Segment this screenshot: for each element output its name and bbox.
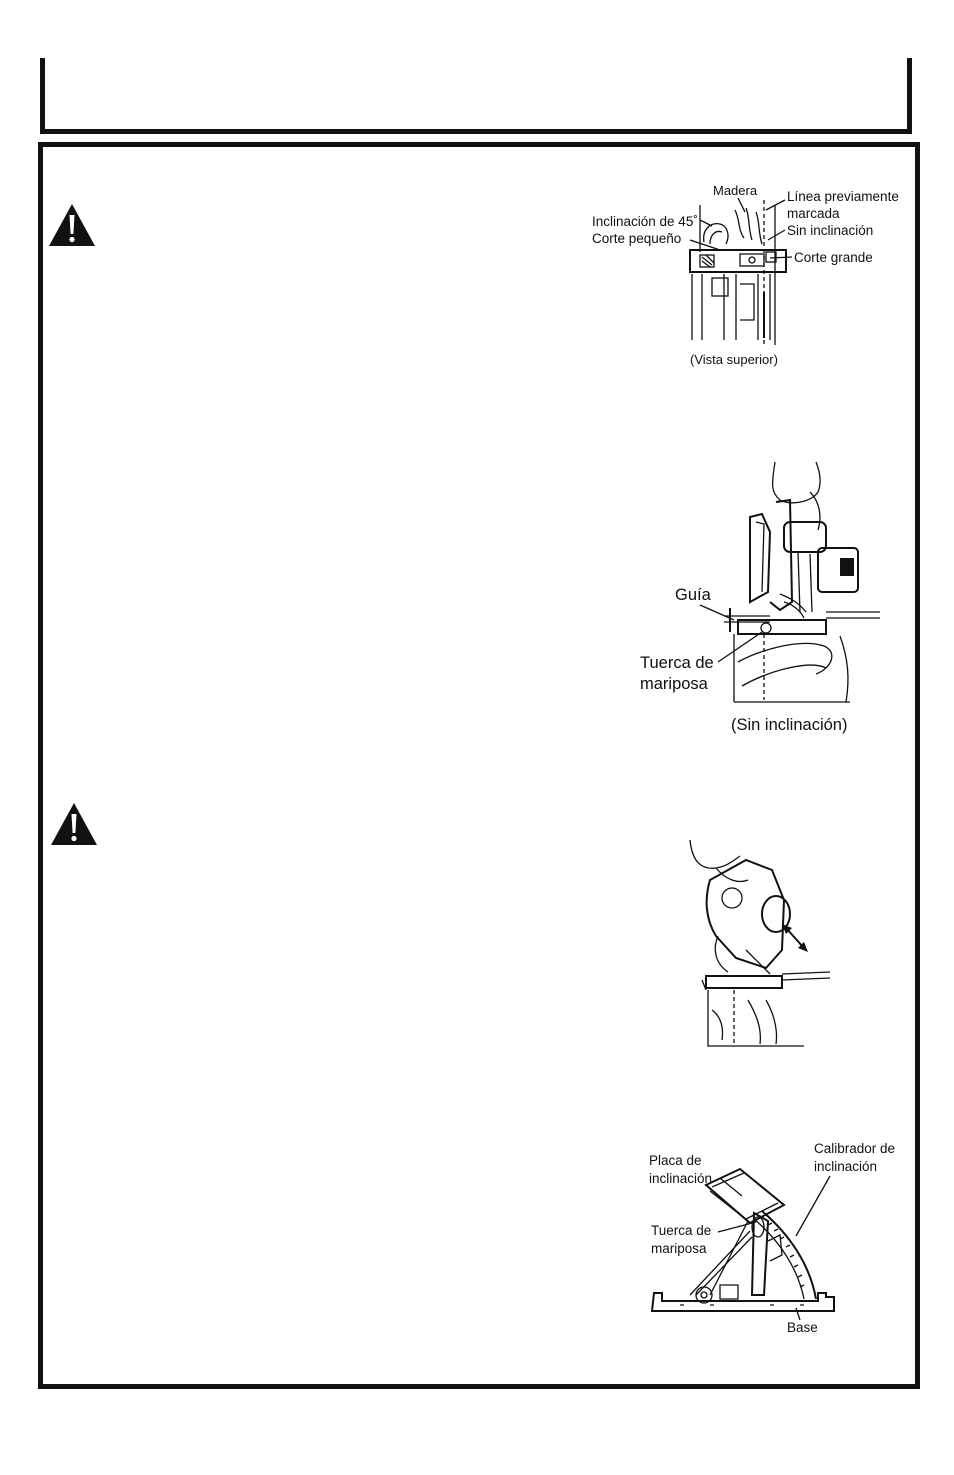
label-placa-inclinacion: inclinación [649, 1171, 713, 1186]
label-marcada: marcada [787, 206, 840, 221]
label-placa-de: Placa de [649, 1153, 702, 1168]
label-corte-grande: Corte grande [794, 250, 873, 265]
caption-sin-inclinacion: (Sin inclinación) [731, 716, 848, 734]
label-corte-pequeno: Corte pequeño [592, 231, 682, 246]
label-base: Base [787, 1320, 818, 1335]
label-linea-previamente: Línea previamente [787, 189, 899, 204]
label-calibrador-inclinacion: inclinación [814, 1159, 878, 1174]
warning-triangle-icon [51, 803, 97, 845]
label-guia: Guía [675, 586, 711, 604]
bevel-figure [650, 1167, 835, 1312]
depth-figure [689, 839, 831, 1047]
label-tuerca-de: Tuerca de [640, 654, 714, 672]
label-mariposa: mariposa [640, 675, 708, 693]
top-view-leaders [689, 197, 793, 259]
bevel-leaders [717, 1175, 831, 1321]
top-view-figure [689, 200, 787, 345]
label-tuerca-de-2: Tuerca de [651, 1223, 712, 1238]
label-madera: Madera [713, 183, 758, 198]
header-box [40, 58, 912, 134]
label-inclinacion-45: Inclinación de 45˚ [592, 214, 698, 229]
caption-vista-superior: (Vista superior) [690, 352, 778, 367]
label-sin-inclinacion: Sin inclinación [787, 223, 874, 238]
label-calibrador-de: Calibrador de [814, 1141, 896, 1156]
label-mariposa-2: mariposa [651, 1241, 707, 1256]
warning-triangle-icon [49, 204, 95, 246]
content-box [38, 142, 920, 1389]
guide-figure [724, 461, 880, 703]
guide-leaders [699, 604, 763, 663]
